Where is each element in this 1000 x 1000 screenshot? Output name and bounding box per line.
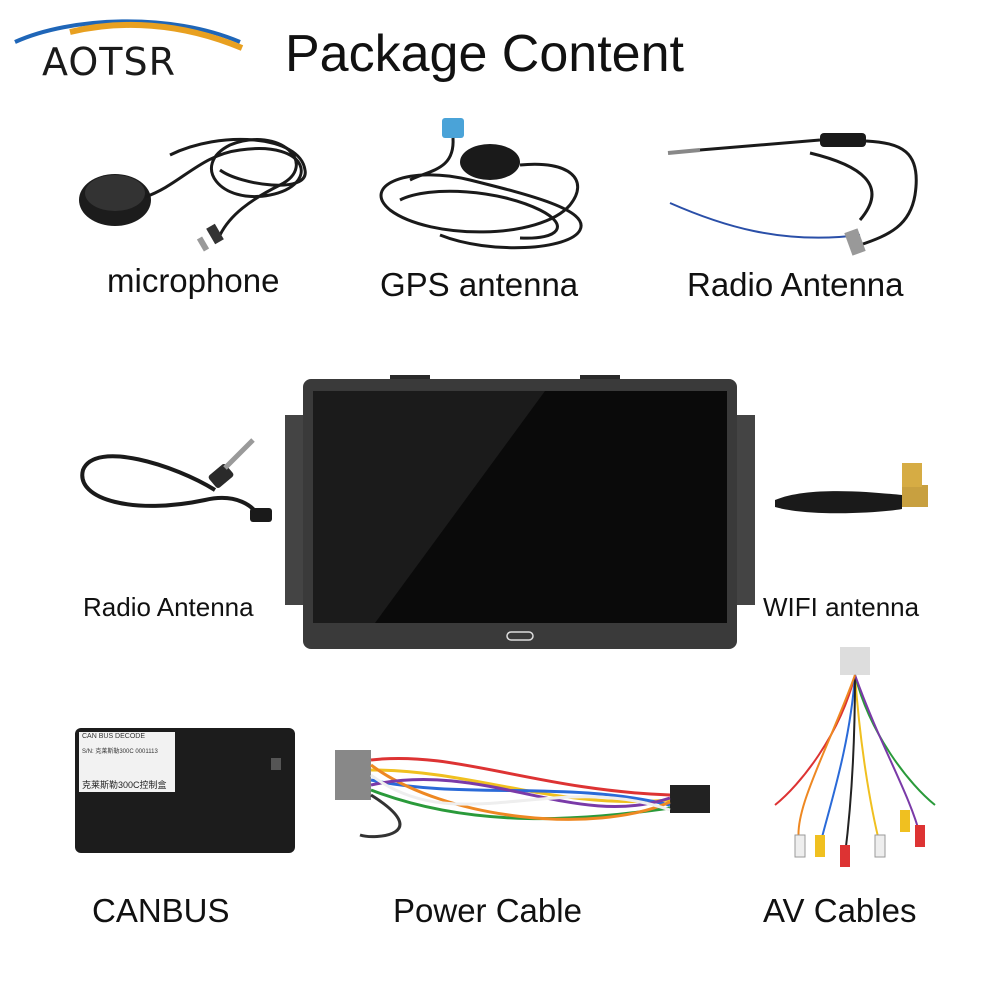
microphone-label: microphone [107,262,280,299]
av-cables-image [774,647,936,867]
wifi-antenna-image [775,463,928,514]
gps-antenna-label: GPS antenna [380,266,579,303]
logo-swoosh-orange [69,21,244,51]
power-cable-image [335,750,710,839]
page-title: Package Content [285,25,684,83]
radio-antenna-top-label: Radio Antenna [687,266,904,303]
brand-logo [14,19,244,51]
radio-antenna-left-label: Radio Antenna [83,592,254,622]
canbus-box-image [75,728,295,853]
radio-antenna-image-left [80,438,272,522]
canbus-box-line2: S/N: 克莱斯勒300C 0001113 [82,749,158,755]
radio-antenna-image-top [667,133,918,256]
logo-swoosh-blue [14,19,241,44]
av-cables-label: AV Cables [763,892,917,929]
brand-name: AOTSR [42,40,176,84]
head-unit-screen [285,375,755,649]
canbus-label: CANBUS [92,892,230,929]
power-cable-label: Power Cable [393,892,582,929]
canbus-box-line3: 克莱斯勒300C控制盒 [82,780,167,790]
canbus-box-line1: CAN BUS DECODE [82,733,146,740]
wifi-antenna-label: WIFI antenna [763,592,920,622]
microphone-image [79,137,307,252]
gps-antenna-image [379,118,583,250]
